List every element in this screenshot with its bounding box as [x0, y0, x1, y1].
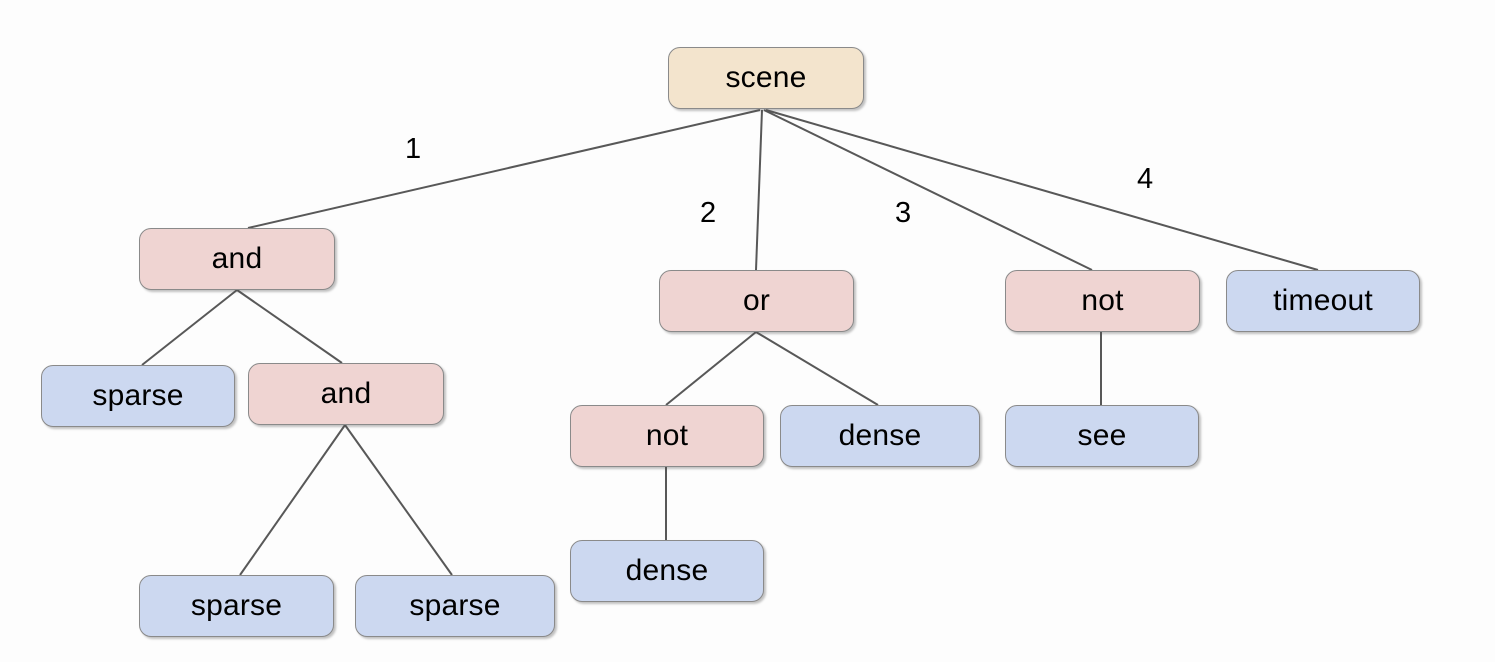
tree-node-dense2[interactable]: dense	[570, 540, 764, 602]
tree-edge	[665, 331, 757, 406]
tree-node-label: and	[211, 242, 263, 275]
edge-label: 3	[895, 197, 912, 229]
tree-node-label: not	[645, 419, 689, 452]
tree-node-label: not	[1081, 284, 1124, 317]
tree-node-label: timeout	[1273, 284, 1373, 317]
tree-node-label: sparse	[190, 589, 283, 622]
tree-node-or1[interactable]: or	[659, 270, 854, 332]
tree-node-label: dense	[838, 419, 922, 452]
tree-node-sparse1[interactable]: sparse	[41, 365, 235, 427]
tree-node-label: dense	[625, 554, 709, 587]
edge-label: 4	[1137, 163, 1154, 195]
tree-edge	[247, 109, 761, 229]
tree-node-see1[interactable]: see	[1005, 405, 1199, 467]
tree-node-sparse3[interactable]: sparse	[355, 575, 555, 637]
tree-edge	[755, 109, 763, 271]
tree-edge	[236, 289, 343, 364]
tree-edge	[765, 109, 1319, 271]
tree-node-and2[interactable]: and	[248, 363, 444, 425]
tree-node-label: see	[1077, 419, 1127, 452]
tree-node-not1[interactable]: not	[1005, 270, 1200, 332]
tree-node-scene[interactable]: scene	[668, 47, 864, 109]
tree-node-not2[interactable]: not	[570, 405, 764, 467]
tree-node-label: sparse	[409, 589, 501, 622]
edge-label: 2	[700, 197, 717, 229]
tree-node-and1[interactable]: and	[139, 228, 335, 290]
tree-edge	[763, 109, 1093, 271]
tree-node-sparse2[interactable]: sparse	[139, 575, 334, 637]
tree-node-label: or	[742, 284, 771, 317]
edge-label: 1	[405, 133, 422, 165]
tree-node-label: scene	[725, 61, 807, 94]
tree-node-label: and	[320, 377, 372, 410]
tree-node-timeout1[interactable]: timeout	[1226, 270, 1420, 332]
tree-edge	[141, 289, 238, 366]
tree-node-dense1[interactable]: dense	[780, 405, 980, 467]
tree-edge	[344, 424, 453, 576]
tree-edge	[239, 424, 346, 576]
tree-node-label: sparse	[92, 379, 184, 412]
tree-edge	[755, 331, 879, 406]
